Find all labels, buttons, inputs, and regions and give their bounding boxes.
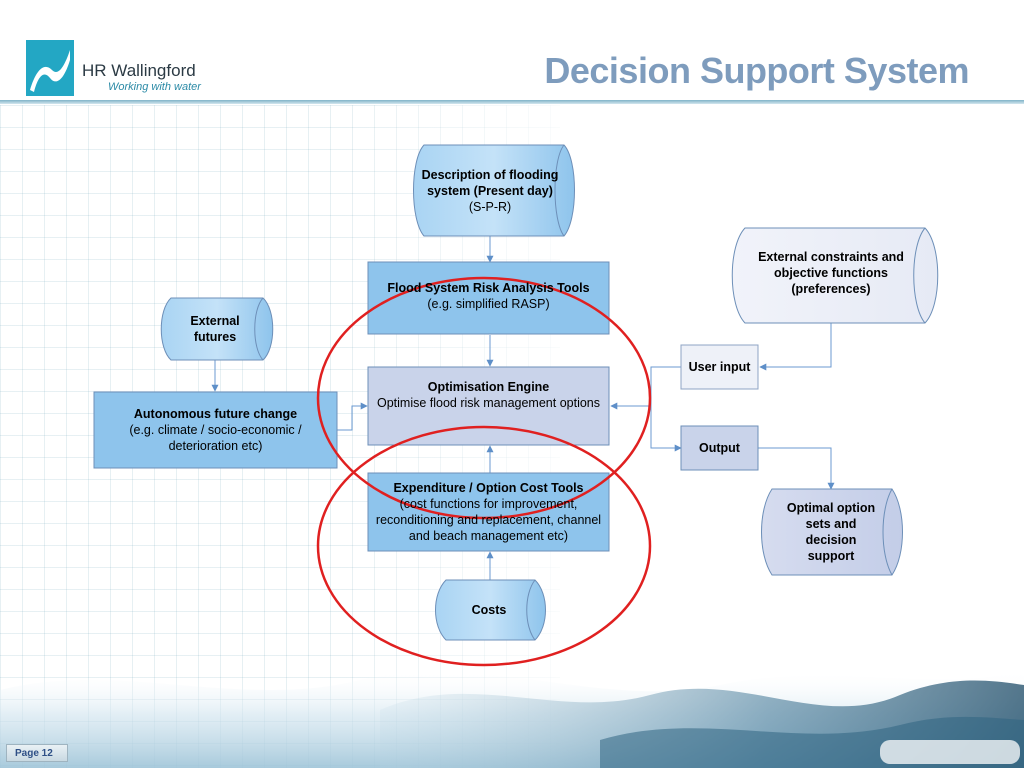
connector-constraints-to-user-input bbox=[759, 323, 832, 371]
optimal-node: Optimal option sets and decision support bbox=[772, 489, 890, 575]
risk-tools-box-shape bbox=[367, 261, 610, 335]
user-input-title: User input bbox=[688, 360, 751, 374]
costs-node: Costs bbox=[440, 580, 538, 640]
description-detail: (S-P-R) bbox=[468, 199, 512, 214]
external-futures-node: External futures bbox=[164, 298, 266, 360]
external-futures-title: External futures bbox=[190, 314, 240, 344]
user-input-box-shape bbox=[680, 344, 759, 390]
expenditure-node: Expenditure / Option Cost Tools (cost fu… bbox=[368, 473, 609, 551]
water-wave-background bbox=[0, 670, 1024, 768]
expenditure-title: Expenditure / Option Cost Tools bbox=[393, 481, 584, 495]
external-futures-drum-edge bbox=[254, 297, 264, 361]
optimisation-title: Optimisation Engine bbox=[427, 380, 550, 394]
external-constraints-title: External constraints and objective funct… bbox=[758, 250, 904, 296]
optimisation-box-shape bbox=[367, 366, 610, 446]
output-node: Output bbox=[681, 426, 758, 470]
autonomous-detail: (e.g. climate / socio-economic / deterio… bbox=[129, 423, 302, 453]
highlight-circle-upper bbox=[316, 276, 652, 520]
header-divider bbox=[0, 100, 1024, 104]
optimisation-detail: Optimise flood risk management options bbox=[376, 396, 601, 410]
risk-tools-detail: (e.g. simplified RASP) bbox=[427, 297, 550, 311]
user-input-node: User input bbox=[681, 345, 758, 389]
page-title: Decision Support System bbox=[544, 50, 969, 91]
logo-name: HR Wallingford bbox=[82, 61, 196, 80]
connector-user-input-to-optimisation bbox=[610, 366, 681, 410]
connector-autonomous-to-optimisation bbox=[337, 402, 368, 431]
costs-drum-edge bbox=[526, 579, 536, 641]
page-number-tag: Page 12 bbox=[6, 744, 68, 762]
costs-title: Costs bbox=[471, 603, 507, 617]
connector-optimisation-to-output bbox=[650, 406, 682, 452]
output-box-shape bbox=[680, 425, 759, 471]
autonomous-node: Autonomous future change (e.g. climate /… bbox=[98, 392, 333, 468]
connector-output-to-optimal bbox=[758, 447, 835, 490]
logo-text: HR Wallingford Working with water bbox=[82, 62, 201, 94]
risk-tools-node: Flood System Risk Analysis Tools (e.g. s… bbox=[368, 262, 609, 334]
description-node: Description of flooding system (Present … bbox=[420, 145, 560, 236]
hr-wallingford-logo-icon bbox=[26, 40, 74, 96]
expenditure-detail: (cost functions for improvement, recondi… bbox=[375, 497, 602, 543]
optimal-title: Optimal option sets and decision support bbox=[786, 501, 876, 563]
constraints-drum-edge bbox=[913, 227, 926, 324]
autonomous-box-shape bbox=[93, 391, 338, 469]
output-title: Output bbox=[699, 441, 740, 455]
page-number: Page 12 bbox=[15, 748, 53, 759]
description-title: Description of flooding system (Present … bbox=[421, 167, 559, 198]
optimisation-node: Optimisation Engine Optimise flood risk … bbox=[374, 367, 603, 445]
risk-tools-title: Flood System Risk Analysis Tools bbox=[387, 281, 590, 295]
optimal-drum-edge bbox=[882, 488, 893, 576]
autonomous-title: Autonomous future change bbox=[133, 407, 298, 421]
highlight-circle-lower bbox=[316, 425, 652, 667]
external-constraints-node: External constraints and objective funct… bbox=[740, 228, 922, 323]
logo-tagline: Working with water bbox=[108, 81, 201, 93]
description-drum-edge bbox=[554, 144, 565, 237]
expenditure-box-shape bbox=[367, 472, 610, 552]
